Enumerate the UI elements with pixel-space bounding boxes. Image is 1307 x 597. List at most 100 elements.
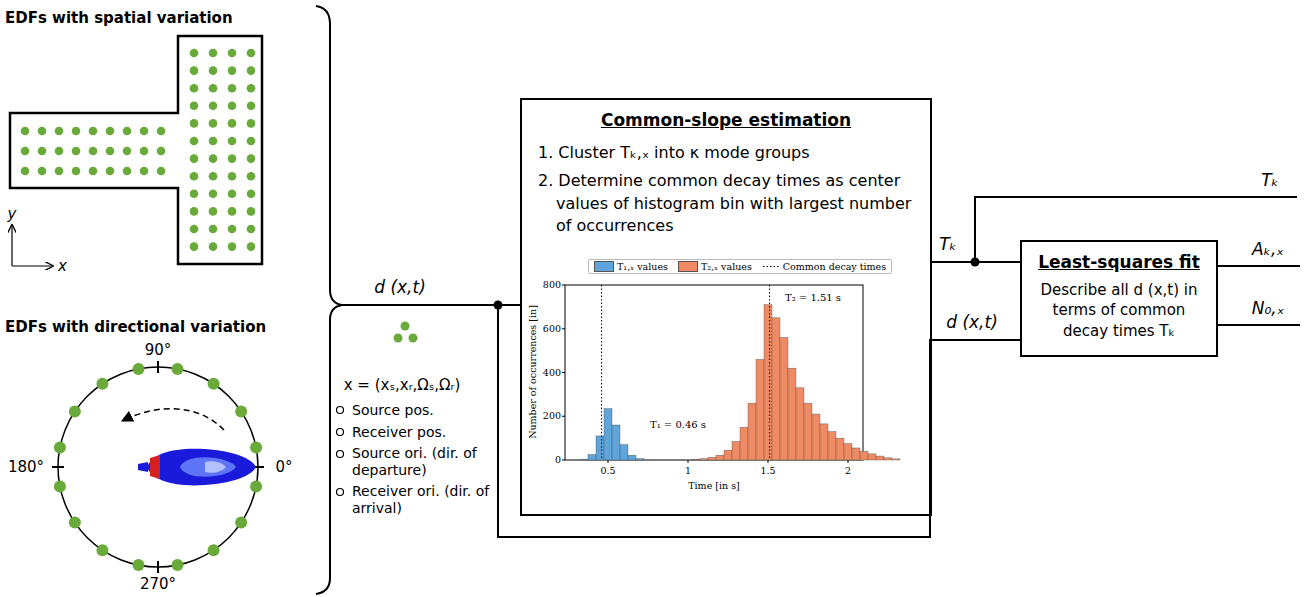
green-dot xyxy=(190,102,199,111)
tick-label: 0.5 xyxy=(600,465,615,476)
histogram-bar xyxy=(860,451,868,460)
parameter-item: Receiver ori. (dir. of arrival) xyxy=(352,483,494,517)
x-axis-arrow xyxy=(12,265,52,266)
directivity-lobe xyxy=(147,449,256,486)
green-dot xyxy=(96,378,108,390)
green-dot xyxy=(247,154,256,163)
tick-label: 1.5 xyxy=(760,465,775,476)
signal-line xyxy=(342,304,520,306)
annotation: T₂ = 1.51 s xyxy=(785,292,841,304)
axis-title: Number of occurrences [in] xyxy=(527,305,538,439)
tick xyxy=(562,416,565,417)
output-label: N₀,ₓ xyxy=(1252,298,1284,318)
annotation: T₁ = 0.46 s xyxy=(650,419,706,431)
histogram-bar xyxy=(604,409,612,460)
green-dot xyxy=(106,167,115,176)
green-dot xyxy=(209,225,218,234)
line-sample xyxy=(763,266,779,267)
bullet xyxy=(337,489,344,496)
parameter-item: Source ori. (dir. of departure) xyxy=(352,445,494,479)
green-dot xyxy=(132,363,144,375)
green-dot xyxy=(209,119,218,128)
histogram-bar xyxy=(852,448,860,460)
axis-label: y xyxy=(8,205,17,223)
legend-text: T₁,ₓ values xyxy=(617,261,668,272)
output-label: Aₖ,ₓ xyxy=(1252,239,1284,259)
green-dot xyxy=(89,127,98,136)
legend-swatch xyxy=(678,261,698,272)
tick-label: 400 xyxy=(543,367,561,378)
green-dot xyxy=(247,137,256,146)
legend-item: T₂,ₓ values xyxy=(678,261,752,272)
green-dot xyxy=(235,405,247,417)
green-dot xyxy=(247,49,256,58)
parameter-vector: x = (xₛ,xᵣ,Ωₛ,Ωᵣ) xyxy=(344,376,461,394)
histogram-bar xyxy=(820,424,828,460)
histogram-bar xyxy=(868,454,876,460)
axis-label: x xyxy=(58,257,67,275)
green-dot xyxy=(209,154,218,163)
green-dot xyxy=(96,544,108,556)
legend-item: Common decay times xyxy=(762,261,886,272)
panel-heading: EDFs with directional variation xyxy=(5,318,266,336)
green-dot xyxy=(190,154,199,163)
decay-time-line xyxy=(601,285,602,460)
tick-label: 2 xyxy=(845,465,851,476)
green-dot xyxy=(209,137,218,146)
green-dot xyxy=(209,172,218,181)
signal-label: d (x,t) xyxy=(374,277,426,297)
bullet xyxy=(337,451,344,458)
green-dot xyxy=(89,167,98,176)
process-box: Least-squares fitDescribe all d (x,t) in… xyxy=(1020,240,1218,357)
plot-frame xyxy=(565,285,863,460)
output-label: Tₖ xyxy=(1261,170,1279,190)
green-dot xyxy=(21,147,30,156)
process-box: Common-slope estimation1. Cluster Tₖ,ₓ i… xyxy=(520,98,932,516)
bullet xyxy=(337,407,344,414)
green-dot xyxy=(250,441,262,453)
tick xyxy=(848,460,849,463)
histogram-bar xyxy=(804,403,812,460)
histogram-bar xyxy=(764,305,772,460)
lobe-highlight xyxy=(205,461,226,473)
lobe-back xyxy=(138,462,148,472)
green-dot xyxy=(235,517,247,529)
histogram-bar xyxy=(740,427,748,460)
green-dot xyxy=(72,167,81,176)
green-dot xyxy=(228,119,237,128)
histogram-bar xyxy=(844,444,852,460)
histogram-bar xyxy=(588,455,596,460)
green-dot xyxy=(190,66,199,75)
green-dot xyxy=(228,49,237,58)
green-dot xyxy=(209,207,218,216)
step-item: 2. Determine common decay times as cente… xyxy=(538,170,914,237)
green-dot xyxy=(106,147,115,156)
green-dot xyxy=(247,242,256,251)
green-dot xyxy=(190,84,199,93)
output-line xyxy=(1218,265,1300,267)
step-item: 1. Cluster Tₖ,ₓ into κ mode groups xyxy=(538,142,914,164)
tick xyxy=(562,328,565,329)
angle-label: 270° xyxy=(140,575,176,593)
green-dot xyxy=(228,66,237,75)
histogram-bar xyxy=(884,458,892,460)
green-dot xyxy=(38,147,47,156)
green-dot xyxy=(228,172,237,181)
histogram-bar xyxy=(708,457,716,460)
angle-label: 0° xyxy=(275,458,292,476)
green-dot xyxy=(228,84,237,93)
angle-label: 180° xyxy=(8,458,44,476)
signal-line xyxy=(498,305,1020,537)
connector xyxy=(932,261,1020,263)
green-dot xyxy=(106,127,115,136)
histogram-bar xyxy=(620,445,628,460)
histogram-bar xyxy=(780,338,788,461)
green-dot xyxy=(409,334,418,343)
angle-label: 90° xyxy=(145,341,172,359)
histogram-bar xyxy=(836,438,844,460)
box-body: Describe all d (x,t) in terms of common … xyxy=(1030,280,1208,341)
lobe-highlight xyxy=(180,457,236,476)
green-dot xyxy=(172,363,184,375)
histogram-bar xyxy=(772,318,780,460)
